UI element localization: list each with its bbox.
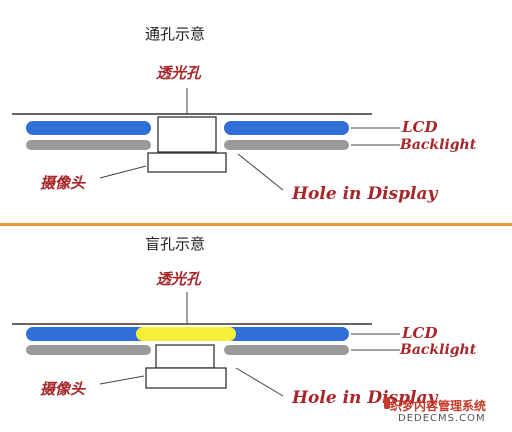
- bottom-lcd-left: [26, 327, 151, 341]
- top-lcd-label: LCD: [402, 118, 438, 136]
- watermark: 织梦内容管理系统 DEDECMS.COM: [384, 391, 510, 431]
- bottom-aperture-label: 透光孔: [156, 270, 202, 288]
- watermark-url-text: DEDECMS.COM: [398, 413, 486, 424]
- bottom-camera-leader: [99, 375, 145, 385]
- section-divider: [0, 223, 512, 226]
- bottom-lcd-label: LCD: [402, 324, 438, 342]
- bottom-hole-leader: [235, 367, 284, 397]
- top-hole-leader: [237, 153, 284, 191]
- top-lcd-left: [26, 121, 151, 135]
- bottom-backlight-right: [224, 345, 349, 355]
- watermark-logo-icon: [384, 397, 390, 409]
- blind-hole-diagram: [12, 292, 400, 397]
- through-hole-diagram: [12, 88, 400, 191]
- top-camera-leader: [99, 165, 147, 179]
- through-hole-title: 通孔示意: [145, 25, 206, 43]
- top-backlight-label: Backlight: [400, 137, 477, 153]
- bottom-backlight-label: Backlight: [400, 342, 477, 358]
- top-through-hole: [157, 116, 217, 153]
- bottom-camera-module: [145, 367, 227, 389]
- top-hole-label: Hole in Display: [292, 184, 438, 204]
- bottom-blind-window: [136, 327, 236, 341]
- bottom-hole-housing: [155, 344, 215, 369]
- top-backlight-right: [224, 140, 349, 150]
- bottom-backlight-left: [26, 345, 151, 355]
- bottom-lcd-right: [224, 327, 349, 341]
- watermark-cn-text: 织梦内容管理系统: [390, 399, 487, 413]
- top-backlight-left: [26, 140, 151, 150]
- top-camera-label: 摄像头: [40, 174, 86, 192]
- top-camera-module: [147, 152, 227, 173]
- bottom-hole-label: Hole in Display: [292, 388, 438, 408]
- blind-hole-title: 盲孔示意: [145, 235, 206, 253]
- top-lcd-right: [224, 121, 349, 135]
- bottom-camera-label: 摄像头: [40, 380, 86, 398]
- top-aperture-label: 透光孔: [156, 64, 202, 82]
